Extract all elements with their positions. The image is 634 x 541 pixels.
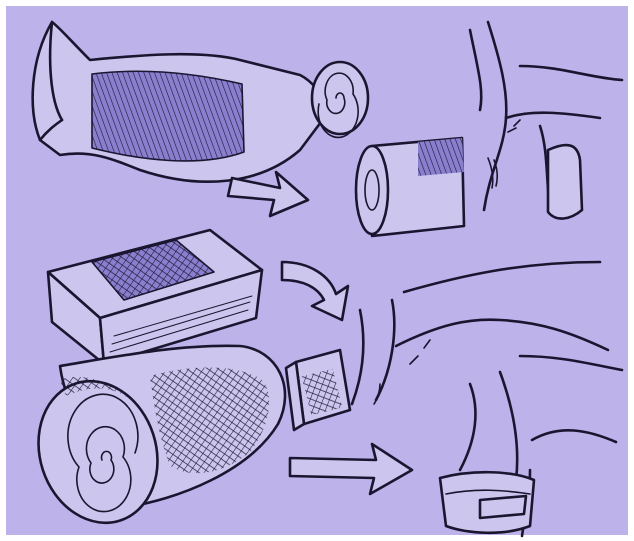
applied-bandage-roll <box>356 138 464 236</box>
wrapped-knee-bandage <box>440 472 534 533</box>
